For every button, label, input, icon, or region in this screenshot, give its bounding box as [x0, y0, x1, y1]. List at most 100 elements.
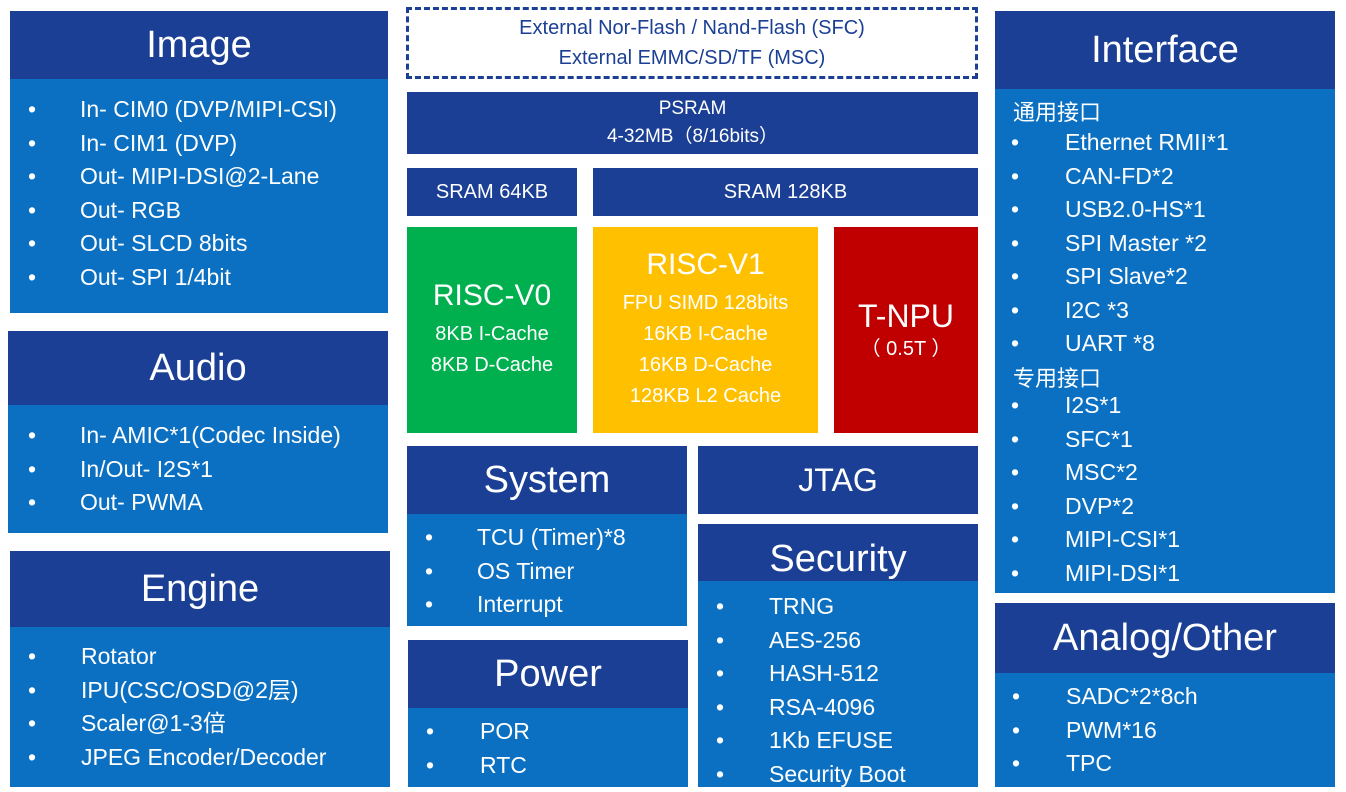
audio-body: •In- AMIC*1(Codec Inside)•In/Out- I2S*1•… — [8, 405, 388, 533]
risc-v1-fpu: FPU SIMD 128bits — [622, 292, 789, 314]
list-item-text: Ethernet RMII*1 — [1065, 129, 1229, 155]
bullet-icon: • — [28, 643, 37, 669]
bullet-icon: • — [1011, 459, 1020, 485]
image-list: • In- CIM0 (DVP/MIPI-CSI) • In- CIM1 (DVP) •… — [10, 79, 388, 295]
risc-v0-title: RISC-V0 — [432, 279, 552, 312]
engine-title: Engine — [10, 551, 390, 627]
bullet-icon: • — [1011, 296, 1020, 323]
bullet-icon: • — [1011, 559, 1020, 586]
list-item: •RTC — [408, 748, 688, 782]
list-item: •I2S*1 — [995, 389, 1335, 423]
bullet-icon: • — [28, 230, 37, 257]
list-item-text: USB2.0-HS*1 — [1065, 196, 1206, 222]
audio-panel: Audio • In- AMIC*1(Codec Inside) •In/Out- … — [8, 331, 388, 533]
sram-128kb-block: SRAM 128KB — [593, 168, 978, 216]
list-item: •CAN-FD*2 — [995, 160, 1335, 194]
list-item: •Out- MIPI-DSI@2-Lane — [10, 160, 388, 194]
list-item-text: 1Kb EFUSE — [769, 727, 893, 754]
power-list: •POR•RTC — [408, 708, 688, 782]
risc-v1-title: RISC-V1 — [646, 248, 765, 281]
list-item-text: MIPI-DSI*1 — [1065, 559, 1181, 586]
bullet-icon: • — [716, 727, 725, 754]
engine-body: •Rotator•IPU(CSC/OSD@2层)•Scaler@1-3倍•JPE… — [10, 627, 390, 787]
list-item: • MIPI-DSI*1 — [995, 557, 1335, 591]
bullet-icon: • — [1012, 750, 1021, 776]
security-panel: Security •TRNG•AES-256•HASH-512•RSA-4096… — [698, 524, 978, 787]
list-item: •SADC*2*8ch — [995, 680, 1335, 714]
list-item: •IPU(CSC/OSD@2层) — [10, 674, 390, 708]
list-item: •PWM*16 — [995, 714, 1335, 748]
risc-v0-icache: 8KB I-Cache — [435, 323, 549, 345]
tnpu-detail: （ 0.5T ） — [860, 338, 952, 360]
audio-title: Audio — [8, 331, 388, 405]
bullet-icon: • — [28, 263, 37, 290]
risc-v1-dcache: 16KB D-Cache — [638, 354, 773, 376]
bullet-icon: • — [1011, 229, 1020, 256]
power-panel: Power •POR•RTC — [408, 640, 688, 787]
risc-v1-block: RISC-V1 FPU SIMD 128bits 16KB I-Cache 16… — [593, 227, 818, 433]
bullet-icon: • — [426, 752, 435, 778]
list-item: • 1Kb EFUSE — [698, 724, 978, 758]
bullet-icon: • — [1011, 196, 1020, 222]
list-item: •JPEG Encoder/Decoder — [10, 741, 390, 775]
interface-body: 通用接口 •Ethernet RMII*1•CAN-FD*2•USB2.0-HS… — [995, 89, 1335, 593]
bullet-icon: • — [1011, 162, 1020, 189]
system-title: System — [407, 446, 687, 514]
list-item-text: HASH-512 — [769, 660, 879, 687]
list-item-text: In- AMIC*1(Codec Inside) — [80, 422, 341, 448]
list-item: •I2C *3 — [995, 294, 1335, 328]
dedicated-interface-label: 专用接口 — [1013, 367, 1102, 392]
bullet-icon: • — [28, 196, 37, 223]
list-item-text: Interrupt — [477, 591, 563, 617]
bullet-icon: • — [426, 718, 435, 744]
list-item-text: RSA-4096 — [769, 693, 876, 720]
bullet-icon: • — [28, 96, 37, 122]
list-item: •Scaler@1-3倍 — [10, 707, 390, 741]
image-title: Image — [10, 11, 388, 79]
list-item-text: SPI Slave*2 — [1065, 263, 1188, 289]
security-body: •TRNG•AES-256•HASH-512•RSA-4096•1Kb EFUS… — [698, 581, 978, 787]
list-item: •SPI Slave*2 — [995, 260, 1335, 294]
engine-list: •Rotator•IPU(CSC/OSD@2层)•Scaler@1-3倍•JPE… — [10, 627, 390, 774]
list-item-text: Out- SLCD 8bits — [80, 230, 248, 257]
list-item: •In/Out- I2S*1 — [8, 453, 388, 487]
list-item: •DVP*2 — [995, 490, 1335, 524]
external-flash-line: External Nor-Flash / Nand-Flash (SFC) — [519, 17, 865, 39]
risc-v0-block: RISC-V0 8KB I-Cache 8KB D-Cache — [407, 227, 577, 433]
tnpu-block: T-NPU （ 0.5T ） — [834, 227, 978, 433]
list-item-text: SFC*1 — [1065, 425, 1133, 452]
list-item-text: TCU (Timer)*8 — [477, 524, 626, 550]
interface-title: Interface — [995, 11, 1335, 89]
analog-body: •SADC*2*8ch•PWM*16•TPC — [995, 673, 1335, 787]
security-list: •TRNG•AES-256•HASH-512•RSA-4096•1Kb EFUS… — [698, 581, 978, 792]
analog-title: Analog/Other — [995, 603, 1335, 673]
list-item-text: In- CIM0 (DVP/MIPI-CSI) — [80, 96, 337, 122]
list-item-text: OS Timer — [477, 557, 575, 584]
interface-panel: Interface 通用接口 •Ethernet RMII*1•CAN-FD*2… — [995, 11, 1335, 593]
list-item: •Ethernet RMII*1 — [995, 126, 1335, 160]
general-interface-list: •Ethernet RMII*1•CAN-FD*2•USB2.0-HS*1•SP… — [995, 126, 1335, 361]
risc-v0-dcache: 8KB D-Cache — [430, 354, 554, 376]
psram-detail: 4-32MB（8/16bits） — [606, 126, 779, 147]
list-item-text: In- CIM1 (DVP) — [80, 129, 238, 156]
list-item-text: Out- SPI 1/4bit — [80, 263, 231, 290]
list-item: •AES-256 — [698, 624, 978, 658]
list-item: • Out- SPI 1/4bit — [10, 261, 388, 295]
general-interface-label: 通用接口 — [1013, 101, 1102, 126]
bullet-icon: • — [28, 676, 37, 703]
bullet-icon: • — [425, 557, 434, 584]
bullet-icon: • — [716, 693, 725, 720]
bullet-icon: • — [716, 626, 725, 653]
bullet-icon: • — [28, 422, 37, 448]
bullet-icon: • — [28, 129, 37, 156]
bullet-icon: • — [716, 760, 725, 787]
list-item-text: Security Boot — [769, 760, 906, 787]
system-body: •TCU (Timer)*8•OS Timer•Interrupt — [407, 514, 687, 626]
engine-panel: Engine •Rotator•IPU(CSC/OSD@2层)•Scaler@1… — [10, 551, 390, 787]
bullet-icon: • — [28, 163, 37, 190]
list-item: •UART *8 — [995, 327, 1335, 361]
list-item: •TRNG — [698, 590, 978, 624]
list-item-text: Scaler@1-3倍 — [81, 710, 226, 736]
image-panel: Image • In- CIM0 (DVP/MIPI-CSI) • In- CIM1 … — [10, 11, 388, 313]
image-body: • In- CIM0 (DVP/MIPI-CSI) • In- CIM1 (DVP) •… — [10, 79, 388, 313]
